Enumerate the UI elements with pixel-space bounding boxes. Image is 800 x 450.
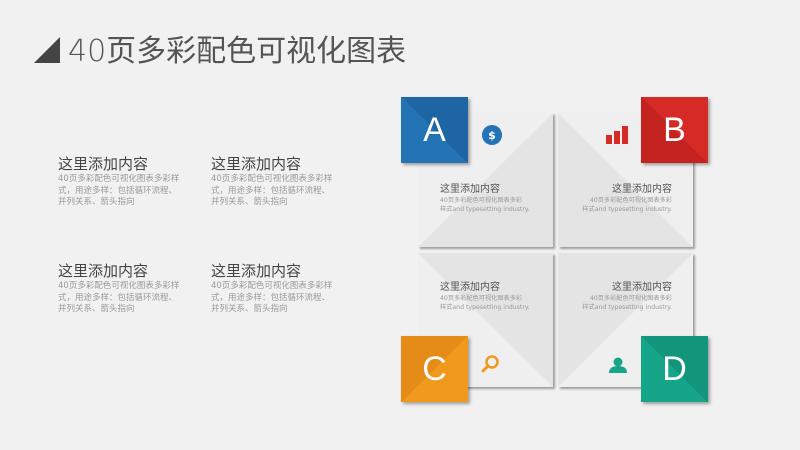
text-block-4: 这里添加内容 40页多彩配色可视化图表多彩样式，用途多样：包括循环流程、并列关系… [211,262,333,316]
quadrant-heading: 这里添加内容 [612,282,672,293]
quadrant-line1: 40页多彩配色可视化图表多彩 [589,197,672,204]
text-block-heading: 这里添加内容 [211,155,302,173]
box-shade [641,336,708,402]
text-block-heading: 这里添加内容 [58,262,149,280]
text-block-heading: 这里添加内容 [58,155,149,173]
letter-box-b: B [641,97,708,163]
quadrant-heading: 这里添加内容 [612,184,672,195]
text-block-body: 40页多彩配色可视化图表多彩样式，用途多样：包括循环流程、并列关系、箭头指向 [211,174,333,207]
quadrant-line1: 40页多彩配色可视化图表多彩 [440,295,523,302]
quadrant-line1: 40页多彩配色可视化图表多彩 [589,295,672,302]
title-triangle-icon [34,37,60,63]
quadrant-text-a: 这里添加内容 40页多彩配色可视化图表多彩 样式and typesetting … [440,183,560,214]
letter-a: A [423,110,446,149]
slide-title: 40页多彩配色可视化图表 [34,28,407,69]
user-icon [608,357,628,373]
box-shade [401,336,468,402]
text-block-1: 这里添加内容 40页多彩配色可视化图表多彩样式，用途多样：包括循环流程、并列关系… [58,155,180,209]
letter-d: D [662,349,687,388]
quadrant-text-b: 这里添加内容 40页多彩配色可视化图表多彩 样式and typesetting … [552,183,672,214]
text-block-3: 这里添加内容 40页多彩配色可视化图表多彩样式，用途多样：包括循环流程、并列关系… [58,262,180,316]
quadrant-text-c: 这里添加内容 40页多彩配色可视化图表多彩 样式and typesetting … [440,281,560,312]
text-block-body: 40页多彩配色可视化图表多彩样式，用途多样：包括循环流程、并列关系、箭头指向 [211,281,333,314]
quadrant-line2: 样式and typesetting industry. [582,304,672,311]
dollar-icon: $ [482,125,502,145]
quadrant-heading: 这里添加内容 [440,282,500,293]
letter-c: C [422,349,447,388]
quadrant-line2: 样式and typesetting industry. [440,304,530,311]
letter-box-c: C [401,336,468,402]
text-block-body: 40页多彩配色可视化图表多彩样式，用途多样：包括循环流程、并列关系、箭头指向 [58,174,180,207]
quadrant-heading: 这里添加内容 [440,184,500,195]
quadrant-line2: 样式and typesetting industry. [582,206,672,213]
box-shade [401,97,468,163]
quadrant-panel-d [558,253,693,387]
text-block-2: 这里添加内容 40页多彩配色可视化图表多彩样式，用途多样：包括循环流程、并列关系… [211,155,333,209]
letter-b: B [663,110,686,149]
title-text: 40页多彩配色可视化图表 [68,34,407,69]
letter-box-a: A [401,97,468,163]
quadrant-text-d: 这里添加内容 40页多彩配色可视化图表多彩 样式and typesetting … [552,281,672,312]
search-icon [480,354,500,374]
quadrant-line2: 样式and typesetting industry. [440,206,530,213]
text-block-body: 40页多彩配色可视化图表多彩样式，用途多样：包括循环流程、并列关系、箭头指向 [58,281,180,314]
bar-chart-icon [606,126,628,144]
quadrant-line1: 40页多彩配色可视化图表多彩 [440,197,523,204]
text-block-heading: 这里添加内容 [211,262,302,280]
letter-box-d: D [641,336,708,402]
